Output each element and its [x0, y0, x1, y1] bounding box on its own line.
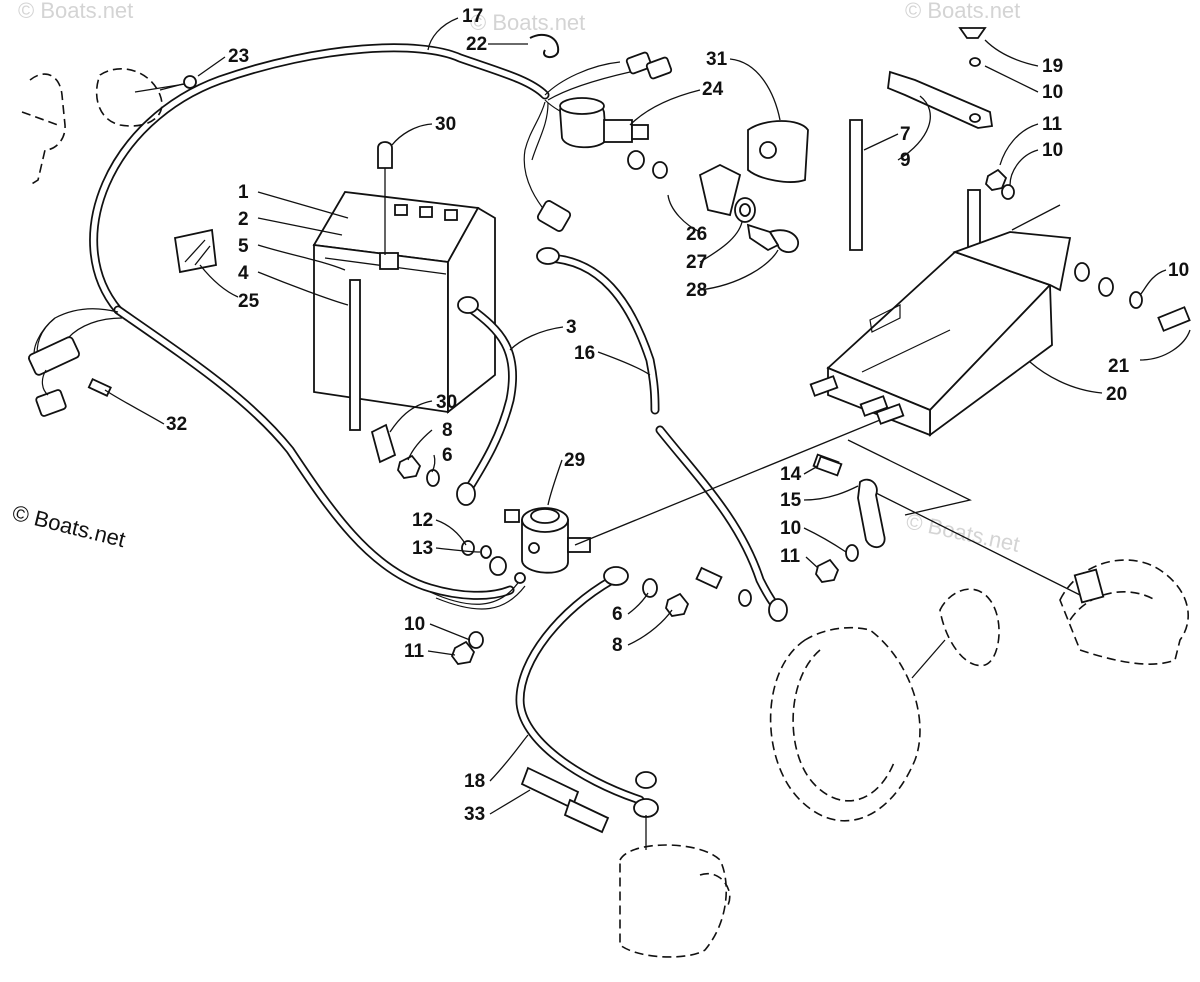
watermark-top-left: © Boats.net — [18, 0, 133, 23]
handlebar-housing — [21, 68, 186, 186]
callout-13: 13 — [412, 538, 433, 559]
callout-10-c: 10 — [1168, 260, 1189, 281]
decal-25 — [173, 228, 217, 274]
callout-21: 21 — [1108, 356, 1130, 377]
engine-mag-side — [1059, 559, 1189, 665]
callout-28: 28 — [686, 280, 707, 301]
bolt-21 — [1157, 306, 1191, 332]
callout-25: 25 — [238, 291, 260, 312]
battery-cable-16 — [536, 247, 788, 622]
strap-7 — [849, 119, 863, 251]
callout-10-d: 10 — [404, 614, 425, 635]
callout-labels: 1 2 5 4 25 23 17 22 30 31 24 26 27 28 7 … — [166, 6, 1189, 825]
hardware — [397, 27, 1143, 665]
callout-8-a: 8 — [442, 420, 453, 441]
callout-12: 12 — [412, 510, 433, 531]
callout-30-lower: 30 — [436, 392, 457, 413]
battery-strap-4 — [349, 279, 361, 431]
callout-3: 3 — [566, 317, 577, 338]
callout-11-b: 11 — [404, 641, 425, 662]
callout-27: 27 — [686, 252, 707, 273]
watermark-top-right: © Boats.net — [905, 0, 1020, 23]
callout-4: 4 — [238, 263, 249, 284]
callout-11-a: 11 — [1042, 114, 1063, 135]
callout-23: 23 — [228, 46, 249, 67]
callout-30-top: 30 — [435, 114, 456, 135]
guide-lines — [574, 204, 1081, 596]
callout-22: 22 — [466, 34, 487, 55]
callout-20: 20 — [1106, 384, 1127, 405]
callout-16: 16 — [574, 343, 595, 364]
bracket-9 — [887, 70, 994, 129]
callout-10-e: 10 — [780, 518, 801, 539]
callout-17: 17 — [462, 6, 483, 27]
solenoid-29 — [504, 507, 591, 584]
grip-warmer — [619, 771, 731, 958]
callout-19: 19 — [1042, 56, 1063, 77]
callout-31: 31 — [706, 49, 728, 70]
callout-10-a: 10 — [1042, 82, 1063, 103]
callout-6-a: 6 — [442, 445, 453, 466]
callout-11-c: 11 — [780, 546, 801, 567]
callout-15: 15 — [780, 490, 802, 511]
callout-7: 7 — [900, 124, 911, 145]
callout-32: 32 — [166, 414, 187, 435]
ignition-switch-24 — [559, 97, 649, 149]
watermark-top-center: © Boats.net — [470, 10, 585, 35]
battery-cable-3 — [456, 296, 518, 506]
callout-9: 9 — [900, 150, 911, 171]
recoil-housing — [769, 588, 1000, 822]
wiring-harness — [28, 43, 673, 610]
callout-24: 24 — [702, 79, 724, 100]
clip-22 — [529, 33, 560, 58]
terminal-boot-30-top — [377, 141, 393, 255]
callout-33: 33 — [464, 804, 485, 825]
ignition-parts — [698, 163, 800, 253]
callout-14: 14 — [780, 464, 802, 485]
battery — [312, 191, 496, 414]
decal-31 — [747, 120, 809, 183]
callout-5: 5 — [238, 236, 249, 257]
callout-1: 1 — [238, 182, 249, 203]
callout-8-b: 8 — [612, 635, 623, 656]
terminal-boot-30-lower — [370, 423, 397, 464]
callout-leaders — [104, 17, 1191, 815]
battery-tray-20 — [809, 231, 1072, 437]
sleeve-33 — [520, 766, 610, 834]
callout-26: 26 — [686, 224, 707, 245]
callout-29: 29 — [564, 450, 585, 471]
bracket-15 — [815, 455, 886, 549]
callout-10-b: 10 — [1042, 140, 1063, 161]
callout-2: 2 — [238, 209, 249, 230]
callout-6-b: 6 — [612, 604, 623, 625]
callout-18: 18 — [464, 771, 485, 792]
screw-23 — [159, 75, 197, 91]
